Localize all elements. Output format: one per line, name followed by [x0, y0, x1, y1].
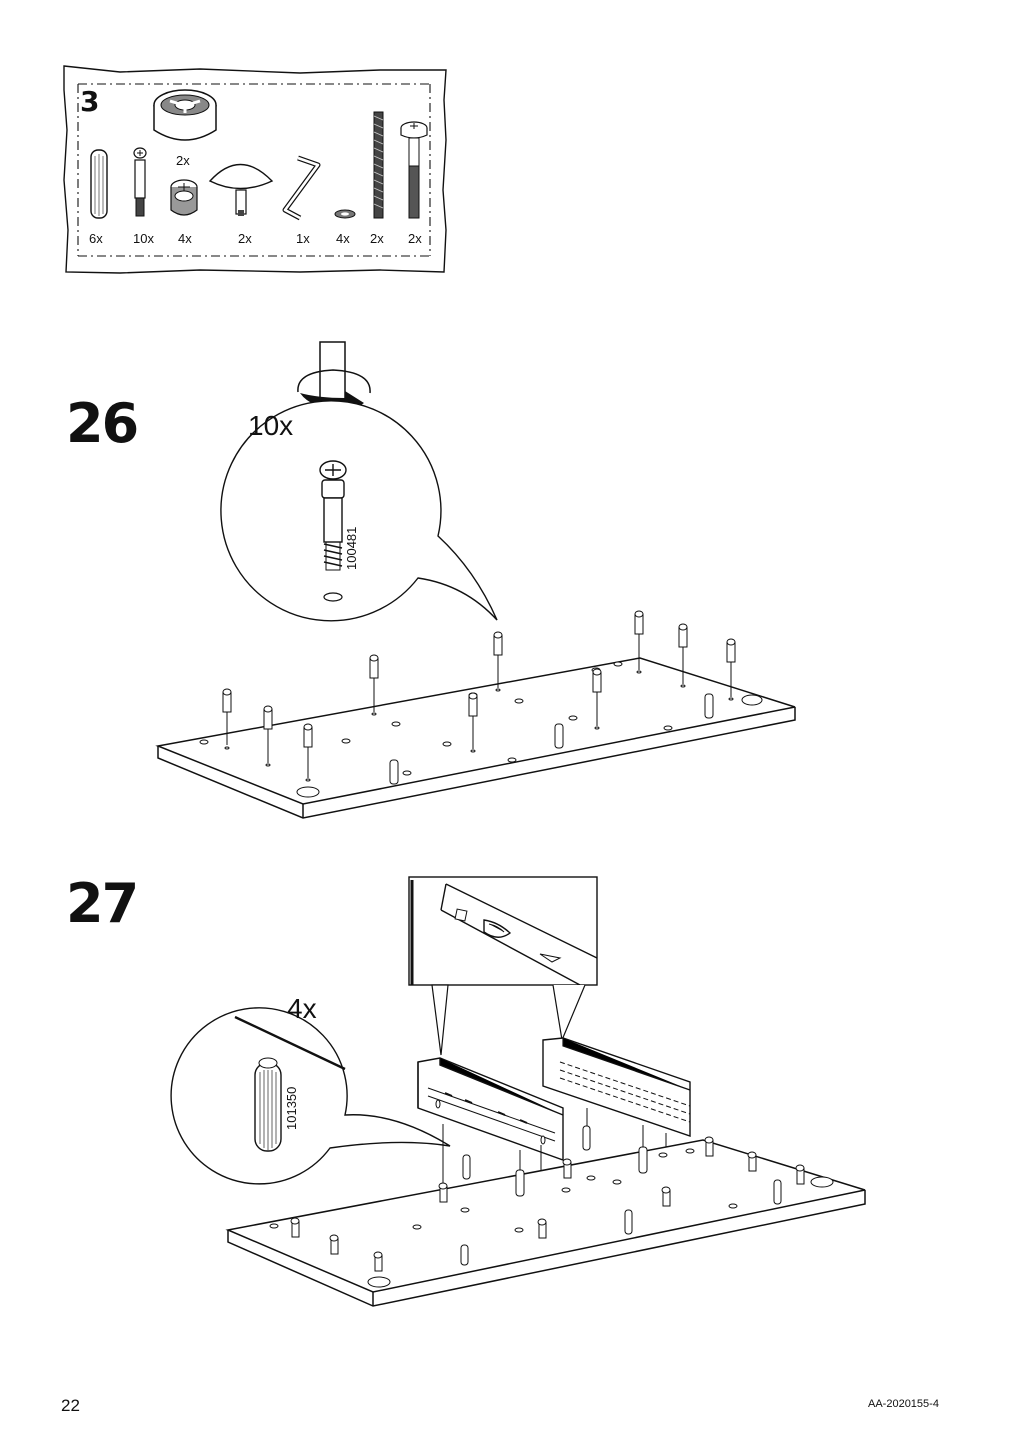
qty-allen-key: 1x — [296, 231, 310, 246]
step-27-callout-qty: 4x — [287, 993, 317, 1024]
bolt-icon — [400, 121, 428, 219]
parts-box: 3 2x — [0, 0, 1012, 290]
qty-bolt: 2x — [408, 231, 422, 246]
page-number: 22 — [61, 1396, 80, 1415]
step-26-callout-qty: 10x — [248, 410, 294, 441]
dowel-icon — [90, 149, 108, 219]
mushroom-foot-icon — [208, 163, 274, 216]
bag-number: 3 — [80, 85, 100, 118]
step-27-number: 27 — [66, 872, 139, 935]
allen-key-icon — [282, 155, 321, 221]
step-26-part-number: 100481 — [344, 526, 359, 570]
threaded-rod-icon — [373, 111, 384, 219]
round-cap-icon — [153, 89, 217, 141]
cam-dowel-icon — [133, 147, 147, 217]
qty-threaded-rod: 2x — [370, 231, 384, 246]
parts-box-frame — [63, 65, 447, 274]
qty-cam-lock: 4x — [178, 231, 192, 246]
cam-lock-icon — [170, 179, 198, 216]
qty-round-cap: 2x — [176, 153, 190, 168]
washer-icon — [334, 209, 356, 219]
qty-cam-dowel: 10x — [133, 231, 154, 246]
step-27-part-number: 101350 — [284, 1086, 299, 1130]
qty-dowel: 6x — [89, 231, 103, 246]
qty-mushroom-foot: 2x — [238, 231, 252, 246]
step-26-number: 26 — [66, 392, 139, 455]
document-code: AA-2020155-4 — [868, 1398, 939, 1410]
qty-washer: 4x — [336, 231, 350, 246]
